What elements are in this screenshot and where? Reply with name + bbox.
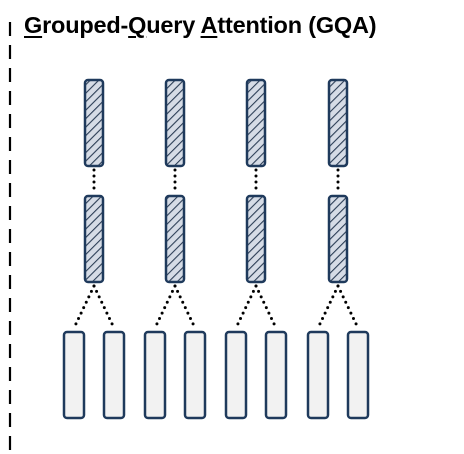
- shared-top-block: [83, 78, 105, 168]
- shared-middle-block: [327, 194, 349, 284]
- query-head-block: [102, 330, 126, 420]
- connector-dotted-line: [173, 284, 197, 330]
- query-head-block: [183, 330, 207, 420]
- diagram-content: [62, 78, 370, 420]
- title-acronym-letter: Q: [128, 12, 147, 38]
- shared-top-block: [245, 78, 267, 168]
- shared-middle-block: [83, 194, 105, 284]
- connector-dotted-line: [336, 284, 360, 330]
- query-head-block: [62, 330, 86, 420]
- shared-middle-block: [164, 194, 186, 284]
- connector-dotted-line: [72, 284, 96, 330]
- shared-top-block: [327, 78, 349, 168]
- connector-dotted-line: [153, 284, 177, 330]
- connector-dotted-line: [92, 284, 116, 330]
- query-head-block: [346, 330, 370, 420]
- page-title: Grouped-Query Attention (GQA): [24, 10, 377, 40]
- connector-dotted-line: [234, 284, 258, 330]
- connector-dotted-line: [316, 284, 340, 330]
- query-head-block: [143, 330, 167, 420]
- shared-middle-block: [245, 194, 267, 284]
- query-head-block: [264, 330, 288, 420]
- query-head-block: [306, 330, 330, 420]
- query-head-block: [224, 330, 248, 420]
- title-text: uery: [146, 12, 201, 38]
- connector-dotted-line: [254, 284, 278, 330]
- title-acronym-letter: A: [200, 12, 218, 38]
- title-text: rouped-: [42, 12, 129, 38]
- title-text: ttention (GQA): [217, 12, 377, 38]
- title-acronym-letter: G: [24, 12, 43, 38]
- shared-top-block: [164, 78, 186, 168]
